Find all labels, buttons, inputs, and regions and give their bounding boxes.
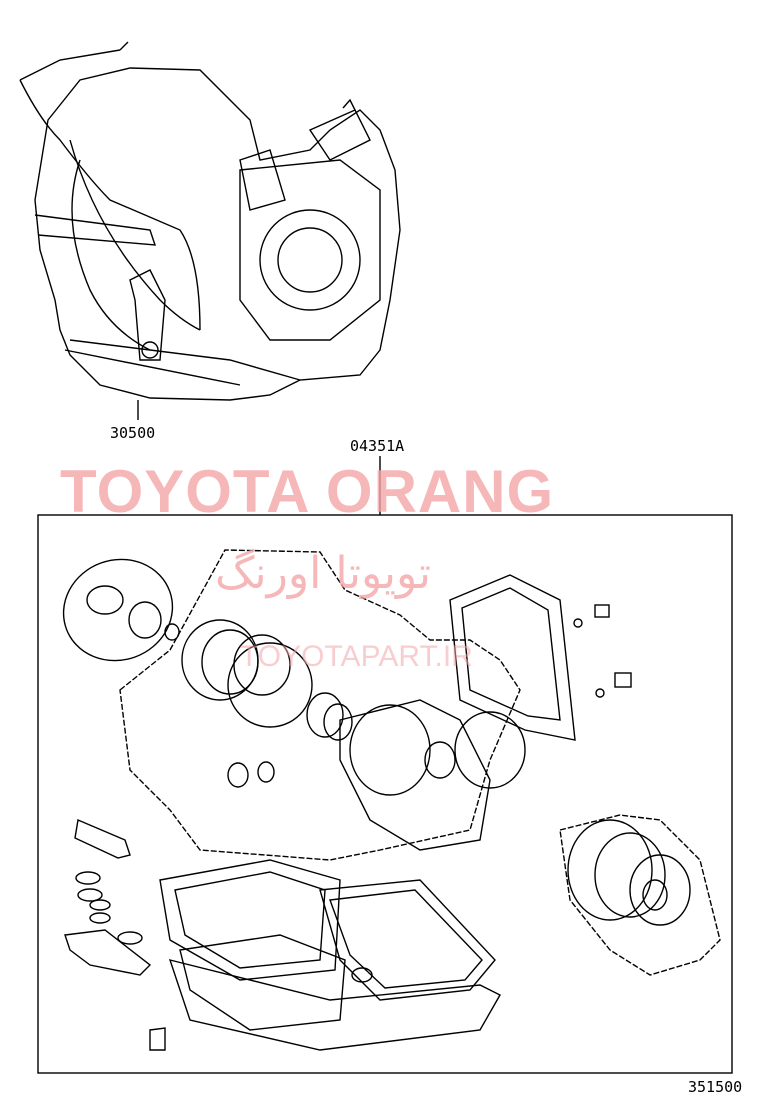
- kit-part-number[interactable]: 04351A: [350, 437, 405, 455]
- watermark-main: TOYOTA ORANG: [60, 458, 555, 525]
- watermark-site: TOYOTAPART.IR: [240, 640, 473, 673]
- gasket-kit-frame: [37, 514, 733, 1074]
- gasket-kit-illustration: [62, 549, 721, 1051]
- diagram-code: 351500: [688, 1078, 743, 1096]
- transmission-assembly-illustration: [19, 41, 401, 401]
- assembly-part-number[interactable]: 30500: [110, 424, 156, 442]
- watermark-persian: تویوتا اورنگ: [215, 548, 431, 599]
